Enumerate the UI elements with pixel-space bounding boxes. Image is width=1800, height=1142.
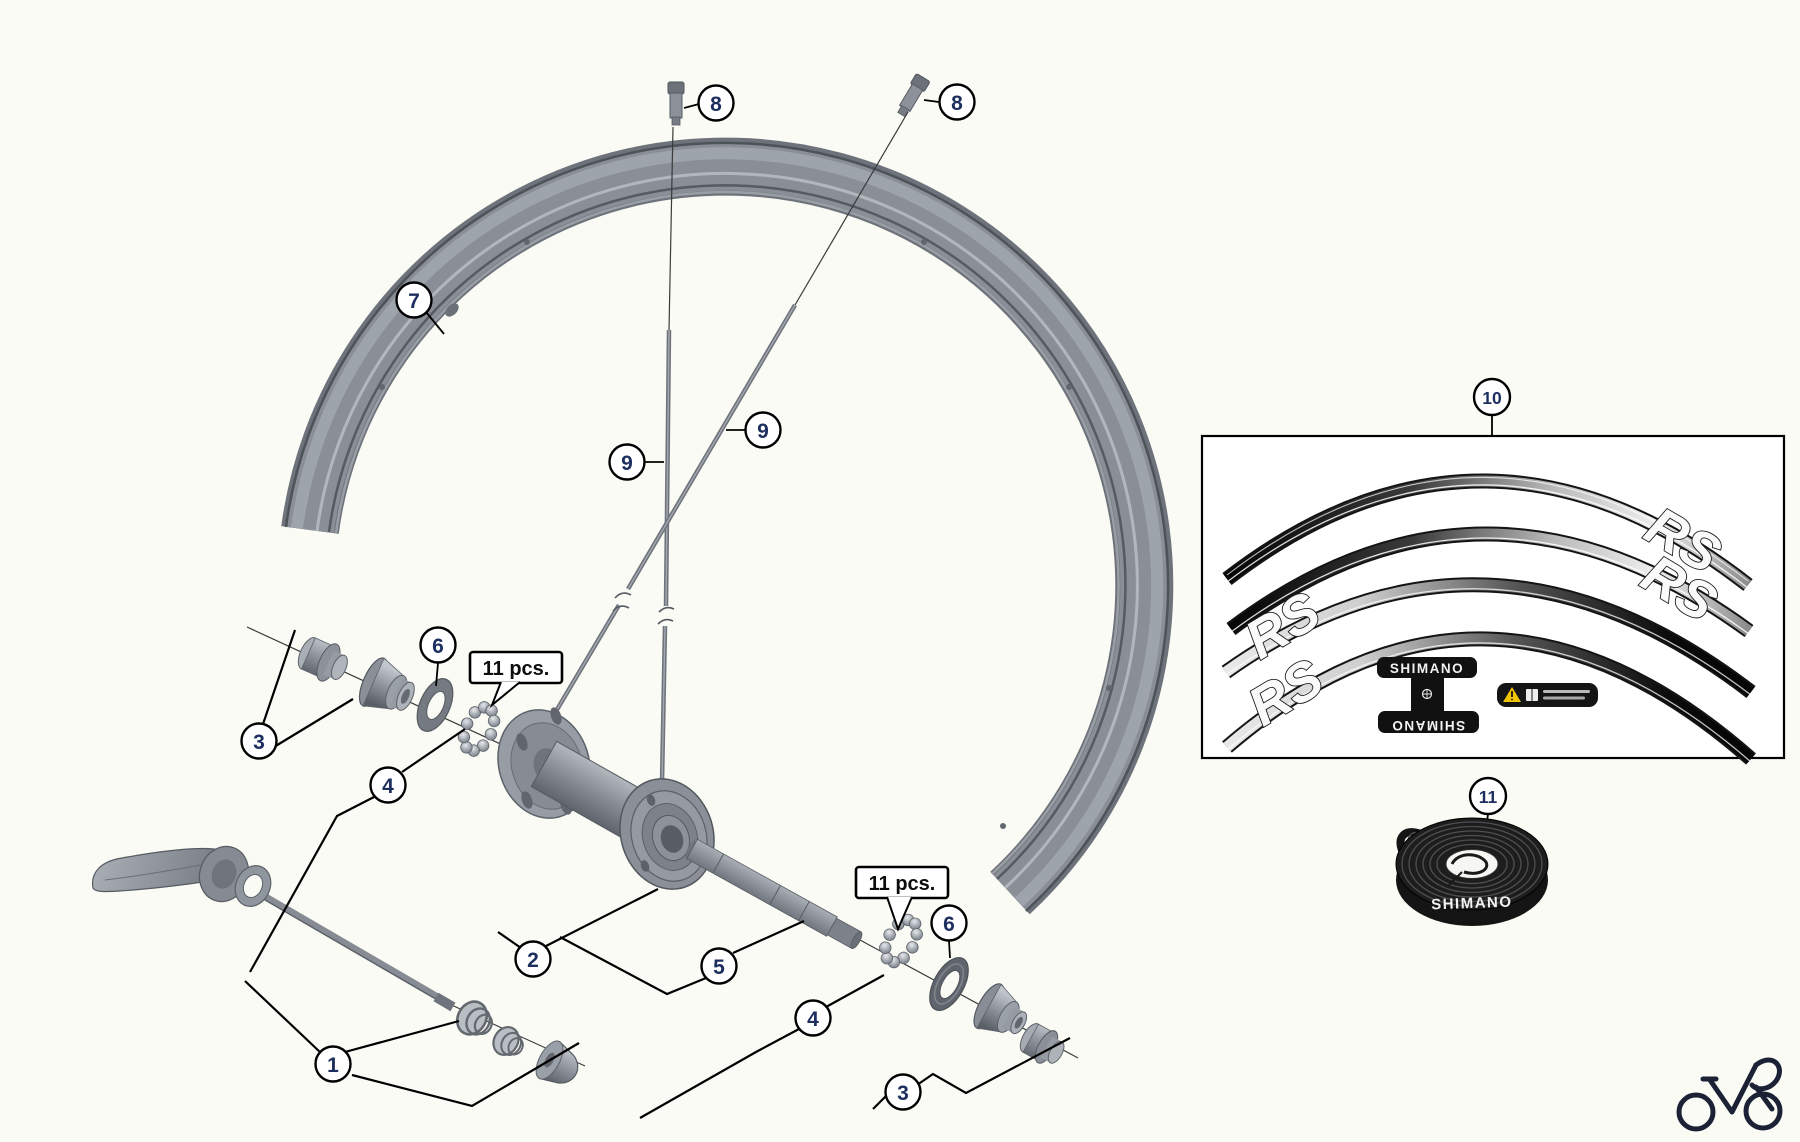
axle bbox=[685, 838, 863, 950]
svg-text:8: 8 bbox=[951, 92, 963, 115]
svg-text:10: 10 bbox=[1482, 388, 1502, 408]
cone-left bbox=[358, 657, 415, 711]
manual-book-icon bbox=[1526, 689, 1538, 701]
ball-bearing-retainer-left bbox=[457, 701, 501, 757]
svg-text:11 pcs.: 11 pcs. bbox=[869, 873, 936, 895]
decal-sticker-box: RS RS RS RS SHIMANO bbox=[1200, 434, 1786, 765]
callout-1: 1 bbox=[314, 1045, 352, 1083]
bracket-4-right bbox=[639, 974, 885, 1119]
callout-11: 11 bbox=[1468, 776, 1508, 816]
callout-leaders bbox=[425, 99, 1493, 959]
seal-ring-left bbox=[416, 678, 454, 732]
svg-text:2: 2 bbox=[527, 949, 539, 972]
svg-text:4: 4 bbox=[807, 1008, 819, 1031]
qr-spring-small bbox=[492, 1026, 524, 1056]
warning-triangle-icon bbox=[1503, 687, 1521, 702]
spoke-left bbox=[657, 329, 675, 784]
svg-text:3: 3 bbox=[253, 731, 265, 754]
cone-right bbox=[973, 983, 1028, 1035]
callout-4-right: 4 bbox=[794, 999, 832, 1037]
callout-5: 5 bbox=[700, 947, 738, 985]
quantity-box-left: 11 pcs. bbox=[468, 650, 564, 709]
svg-text:4: 4 bbox=[382, 775, 394, 798]
locknut-right bbox=[1019, 1023, 1065, 1064]
quick-release-lever bbox=[91, 845, 250, 903]
bracket-3-left bbox=[260, 629, 354, 748]
callout-2: 2 bbox=[514, 940, 552, 978]
svg-text:8: 8 bbox=[710, 93, 722, 116]
spoke-nipple-right bbox=[897, 73, 930, 118]
callout-6-right: 6 bbox=[930, 904, 968, 942]
seal-ring-right bbox=[929, 957, 969, 1011]
rim bbox=[281, 137, 1174, 915]
svg-text:SHIMANO: SHIMANO bbox=[1431, 894, 1513, 914]
bicycle-logo-icon bbox=[1676, 1057, 1783, 1132]
bracket-4-left bbox=[249, 728, 466, 973]
quantity-box-right: 11 pcs. bbox=[854, 865, 950, 932]
svg-text:SHIMANO: SHIMANO bbox=[1390, 661, 1464, 676]
svg-text:7: 7 bbox=[408, 290, 420, 313]
callout-9-right: 9 bbox=[744, 411, 782, 449]
svg-text:6: 6 bbox=[943, 913, 955, 936]
warning-sticker bbox=[1497, 683, 1598, 707]
locknut-left bbox=[297, 637, 348, 682]
callouts: 8 8 7 9 9 6 3 4 1 2 5 4 6 3 10 11 bbox=[240, 83, 1512, 1111]
callout-7: 7 bbox=[395, 281, 433, 319]
hub-body bbox=[497, 707, 715, 890]
svg-text:SHIMANO: SHIMANO bbox=[1391, 718, 1465, 733]
qr-spring-large bbox=[455, 1000, 493, 1036]
callout-4-left: 4 bbox=[369, 766, 407, 804]
svg-text:9: 9 bbox=[621, 452, 633, 475]
callout-6-left: 6 bbox=[419, 626, 457, 664]
bracket-2 bbox=[497, 888, 659, 949]
bracket-5 bbox=[559, 919, 805, 996]
rim-tape: SHIMANO bbox=[1395, 817, 1549, 926]
svg-text:3: 3 bbox=[897, 1082, 909, 1105]
callout-3-left: 3 bbox=[240, 722, 278, 760]
callout-10: 10 bbox=[1472, 377, 1512, 417]
shimano-emblem-icon bbox=[1421, 688, 1433, 700]
svg-text:11: 11 bbox=[1479, 787, 1498, 807]
ball-bearing-retainer-right bbox=[879, 913, 923, 969]
shimano-sticker: SHIMANO SHIMANO bbox=[1377, 657, 1479, 733]
spoke-nipple-left bbox=[667, 81, 685, 126]
callout-8-left: 8 bbox=[697, 84, 735, 122]
callout-8-right: 8 bbox=[938, 83, 976, 121]
svg-text:6: 6 bbox=[432, 635, 444, 658]
bracket-1 bbox=[244, 980, 580, 1108]
quick-release-spring-washer bbox=[234, 865, 272, 907]
spokes bbox=[553, 111, 909, 784]
svg-text:11 pcs.: 11 pcs. bbox=[483, 658, 550, 680]
svg-text:9: 9 bbox=[757, 420, 769, 443]
callout-3-right: 3 bbox=[884, 1073, 922, 1111]
svg-text:5: 5 bbox=[713, 956, 725, 979]
svg-text:1: 1 bbox=[327, 1054, 339, 1077]
rim-spoke-holes bbox=[379, 239, 1112, 829]
callout-9-left: 9 bbox=[608, 443, 646, 481]
callout-brackets bbox=[244, 629, 1071, 1119]
spoke-right bbox=[553, 303, 797, 715]
